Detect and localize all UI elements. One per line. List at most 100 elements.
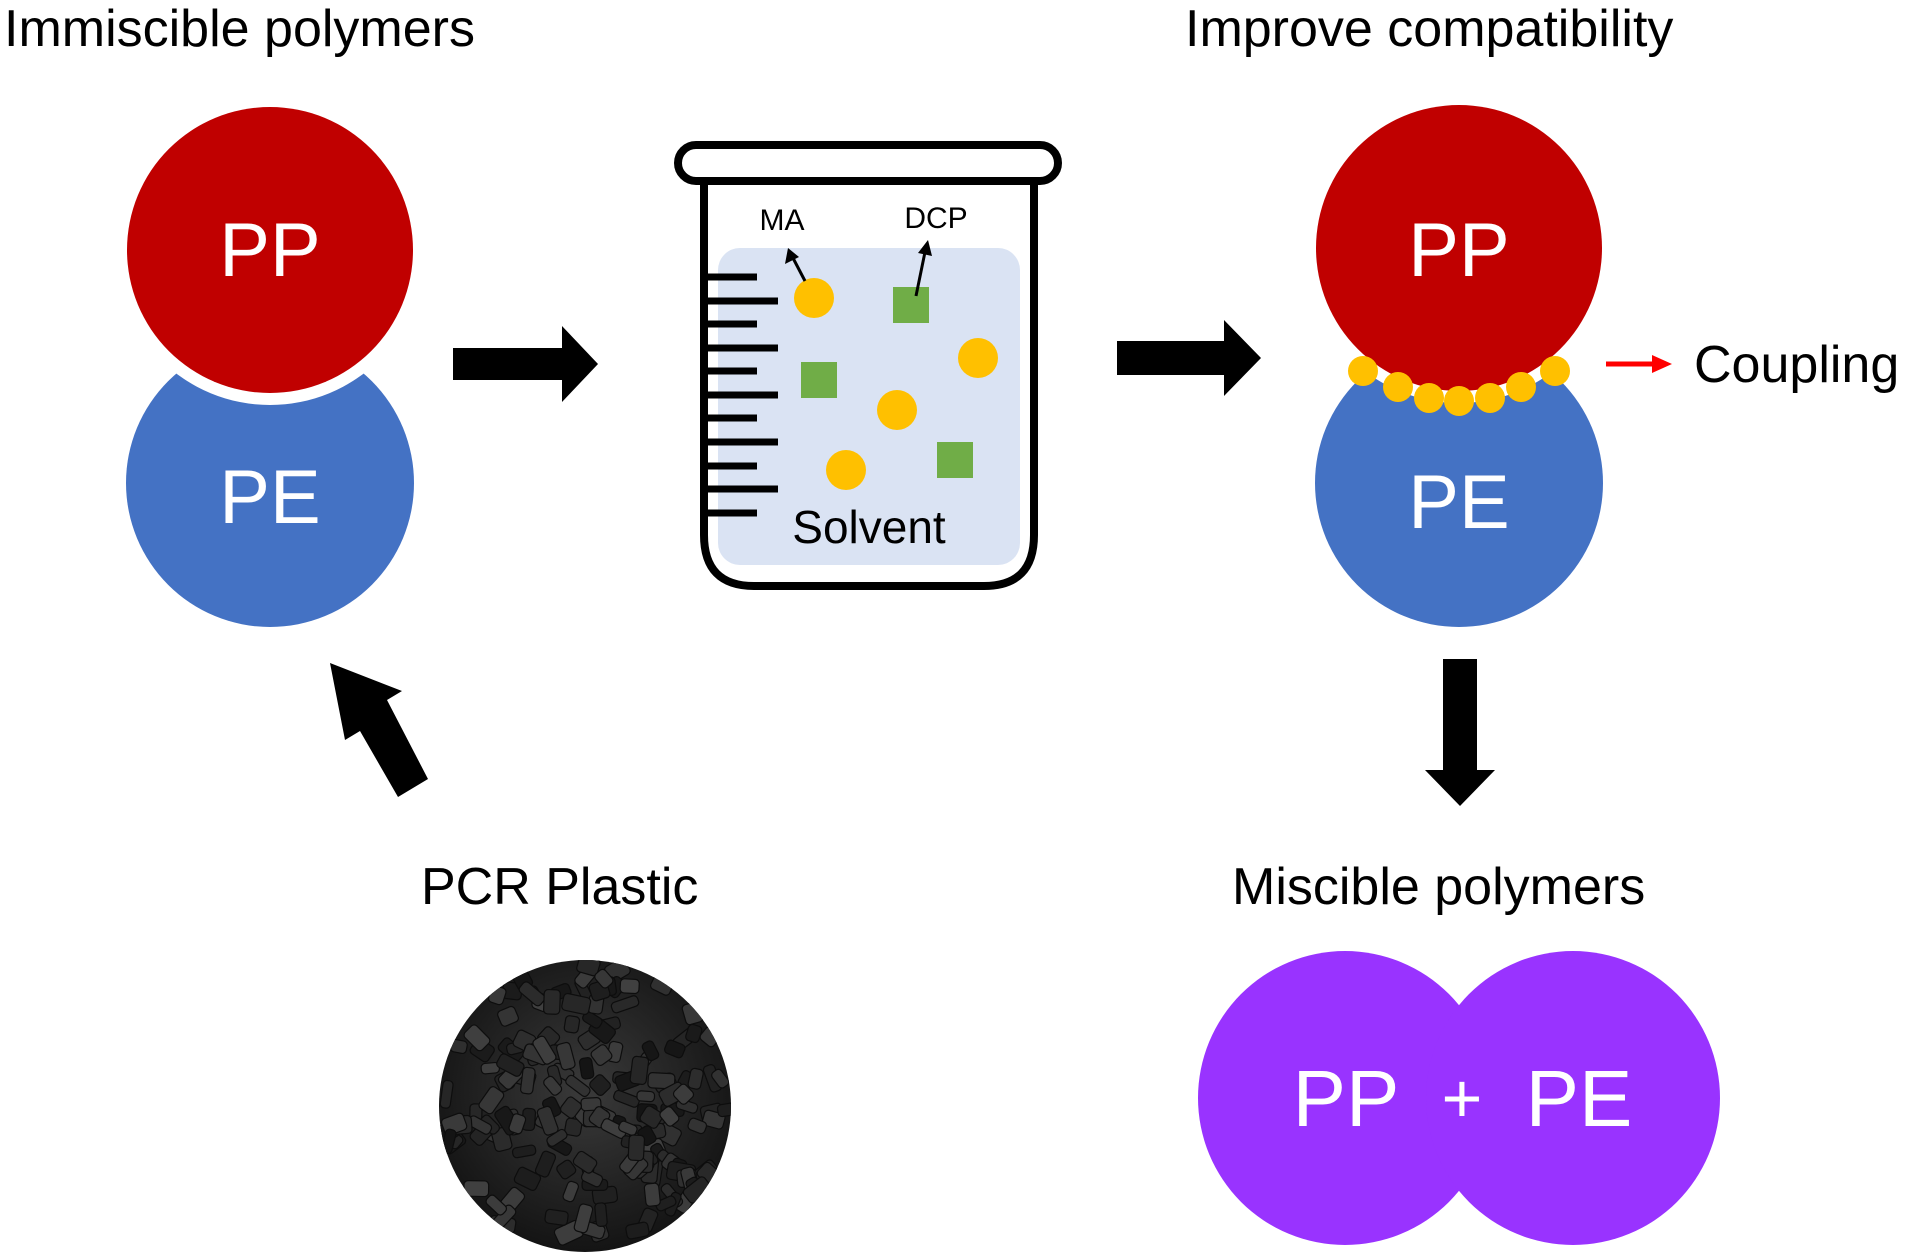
pellet [716, 1101, 731, 1118]
pellet [546, 1128, 568, 1147]
pellet [576, 960, 601, 977]
down-arrow-icon [1425, 659, 1495, 806]
right-arrow-icon [453, 326, 598, 402]
pellet [643, 1182, 661, 1207]
pellet [463, 1024, 491, 1052]
blend-pe-label: PE [1526, 1054, 1633, 1143]
dcp-label: DCP [904, 202, 967, 235]
pp-label-left: PP [219, 208, 320, 293]
pellet [563, 1015, 581, 1034]
pellet [589, 1074, 611, 1096]
right-arrow-icon [1117, 320, 1261, 396]
pellet [618, 1120, 638, 1136]
pellet [536, 1105, 559, 1136]
pellet [687, 1067, 704, 1090]
pellet [685, 1023, 703, 1044]
pellet [636, 1090, 656, 1103]
beaker-icon: MA DCP Solvent [674, 141, 1062, 590]
pellet [639, 1105, 664, 1129]
pellet [627, 1134, 646, 1162]
blend-circle-left [1198, 951, 1492, 1245]
coupling-agents [1348, 356, 1570, 416]
pellet [687, 1117, 708, 1135]
dcp-particles [801, 287, 973, 478]
pellet [463, 1180, 490, 1198]
pellet [655, 1195, 677, 1212]
solvent-label: Solvent [792, 501, 946, 553]
miscible-blend: PP + PE [1198, 951, 1720, 1245]
pe-circle-left [126, 339, 414, 627]
pe-label-left: PE [219, 455, 320, 540]
pellet [663, 1039, 686, 1059]
miscible-title: Miscible polymers [1232, 858, 1645, 916]
pellet [619, 978, 640, 995]
ma-label: MA [760, 204, 805, 237]
pellet [534, 1150, 557, 1178]
pellet [555, 1041, 576, 1071]
immiscible-polymers: PP PE [115, 95, 425, 627]
pp-circle-left [127, 107, 413, 393]
pellet [578, 1057, 595, 1080]
pp-label-right: PP [1408, 208, 1509, 293]
pellets-icon [439, 960, 731, 1252]
pcr-title: PCR Plastic [421, 858, 698, 916]
pellet [532, 1035, 557, 1065]
pellet [543, 1075, 563, 1096]
compatible-polymers: PP PE [1304, 93, 1614, 627]
beaker-rim [674, 141, 1062, 185]
pellet [641, 1040, 660, 1062]
pellet [543, 988, 561, 1015]
pellet [572, 1150, 598, 1174]
pellet [478, 1086, 505, 1115]
beaker-body [700, 180, 1038, 590]
beaker-graduations [704, 273, 778, 517]
blend-circle-right [1426, 951, 1720, 1245]
dcp-pointer-arrow [914, 240, 932, 297]
pellet [562, 1180, 580, 1203]
pellet [511, 1144, 537, 1159]
pp-circle-right [1316, 105, 1602, 391]
pellet [559, 1096, 583, 1119]
ma-particles [794, 278, 998, 490]
pellet [518, 981, 546, 1007]
pellet [496, 1053, 525, 1077]
pellet [561, 992, 592, 1015]
pellet [573, 1203, 594, 1234]
pellet [600, 1118, 628, 1139]
pellet [497, 1005, 519, 1027]
pellet [647, 1072, 676, 1090]
pellet [565, 1074, 591, 1098]
improve-title: Improve compatibility [1185, 0, 1673, 58]
pe-label-right: PE [1408, 460, 1509, 545]
pellet [439, 1079, 454, 1109]
pe-circle-right [1315, 339, 1603, 627]
pellet [520, 1066, 536, 1095]
pellet [564, 1117, 583, 1137]
pellet [711, 1068, 730, 1089]
pellet [613, 1089, 640, 1108]
pellet [659, 1106, 680, 1127]
pellet [594, 968, 614, 989]
pellet [485, 1194, 508, 1216]
pellet [594, 1202, 608, 1228]
pellet [513, 1166, 542, 1191]
pellet [556, 1159, 577, 1180]
pellet [610, 995, 640, 1014]
pellet [449, 1038, 468, 1055]
pellet [590, 1044, 613, 1067]
immiscible-title: Immiscible polymers [4, 0, 475, 58]
pellet [672, 1083, 695, 1105]
blend-plus-label: + [1442, 1059, 1483, 1137]
pellet [508, 1113, 527, 1135]
pellet [580, 1168, 604, 1188]
pellet [544, 1208, 569, 1226]
coupling-label: Coupling [1694, 336, 1899, 394]
diagonal-arrow-icon [330, 663, 428, 797]
pellet [629, 1055, 650, 1086]
blend-pp-label: PP [1293, 1054, 1400, 1143]
solvent-liquid [718, 248, 1020, 565]
ma-pointer-arrow [785, 248, 807, 282]
coupling-arrow-icon [1606, 355, 1672, 373]
pellet [625, 1221, 650, 1240]
